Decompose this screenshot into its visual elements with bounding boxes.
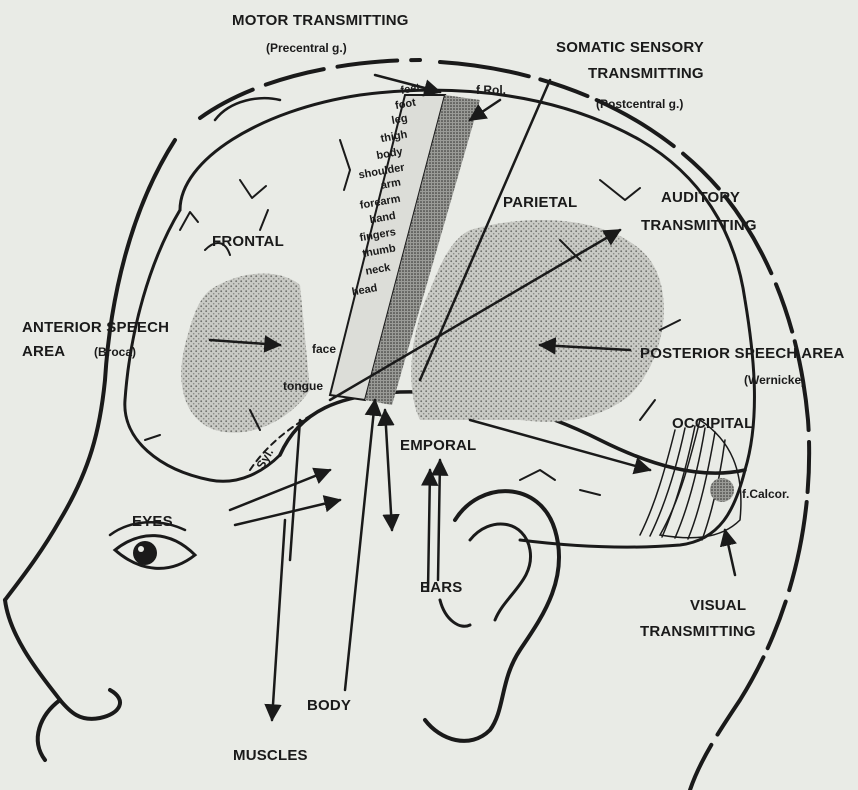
ear-icon xyxy=(425,491,559,741)
motor-transmitting-label: MOTOR TRANSMITTING xyxy=(232,12,409,29)
somatic-transmitting-label: TRANSMITTING xyxy=(588,65,704,82)
auditory-label: AUDITORY xyxy=(661,189,740,206)
calcarine-label: f.Calcor. xyxy=(742,487,789,501)
wernicke-area xyxy=(411,220,664,422)
broca-area xyxy=(181,274,310,433)
visual-transmitting-label: TRANSMITTING xyxy=(640,623,756,640)
homunculus-label: face xyxy=(312,342,336,356)
motor-subtitle: (Precentral g.) xyxy=(266,41,347,55)
anterior-area-label: AREA xyxy=(22,343,65,360)
body-label: BODY xyxy=(307,697,351,714)
muscles-label: MUSCLES xyxy=(233,747,308,764)
posterior-speech-label: POSTERIOR SPEECH AREA xyxy=(640,345,845,362)
calcarine-spot xyxy=(710,478,734,502)
sylvian-label: Syl. xyxy=(253,446,276,471)
ears-label: EARS xyxy=(420,579,462,596)
eyes-label: EYES xyxy=(132,513,173,530)
rolandic-fissure-label: f.Rol. xyxy=(476,83,506,97)
temporal-label: EMPORAL xyxy=(400,437,476,454)
visual-label: VISUAL xyxy=(690,597,746,614)
somatic-subtitle: (Postcentral g.) xyxy=(596,97,683,111)
occipital-label: OCCIPITAL xyxy=(672,415,754,432)
anterior-speech-label: ANTERIOR SPEECH xyxy=(22,319,169,336)
frontal-label: FRONTAL xyxy=(212,233,284,250)
parietal-label: PARIETAL xyxy=(503,194,577,211)
auditory-transmitting-label: TRANSMITTING xyxy=(641,217,757,234)
posterior-subtitle: (Wernicke) xyxy=(744,373,805,387)
homunculus-label: tongue xyxy=(283,379,323,393)
anterior-subtitle: (Broca) xyxy=(94,345,136,359)
somatic-sensory-label: SOMATIC SENSORY xyxy=(556,39,704,56)
